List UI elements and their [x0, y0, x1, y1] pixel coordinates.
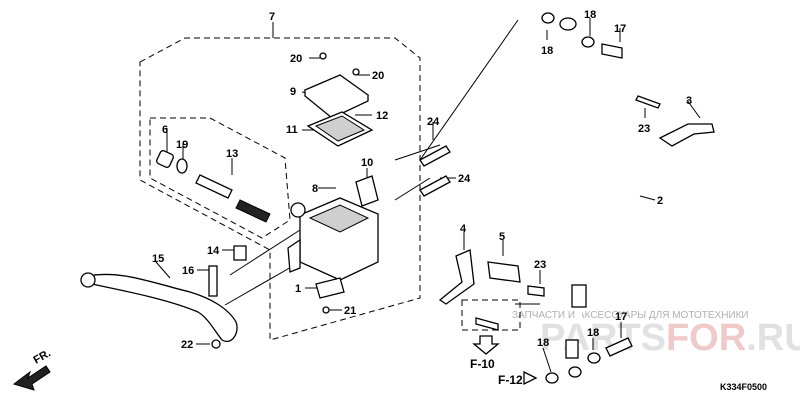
- callout-13: 13: [226, 148, 238, 160]
- part-reservoir-cap: [303, 52, 370, 119]
- callout-6: 6: [162, 124, 168, 136]
- master-cylinder-reservoir: [308, 204, 370, 233]
- screw-20b: [352, 68, 360, 76]
- hose-lower-end: [565, 339, 579, 359]
- part-switch: [315, 277, 345, 314]
- washer-18b: [581, 36, 595, 48]
- nut-22: [211, 339, 221, 349]
- front-arrow-label: FR.: [32, 347, 53, 366]
- callout-9: 9: [290, 86, 296, 98]
- callout-17a: 17: [614, 23, 626, 35]
- part-bracket-4: [438, 249, 545, 331]
- boot-6: [156, 150, 174, 168]
- callout-11: 11: [286, 124, 298, 136]
- ref-f10-label: F-10: [470, 357, 495, 371]
- bolt-23b: [527, 285, 545, 297]
- callout-18a: 18: [584, 9, 596, 21]
- callout-24b: 24: [458, 173, 471, 185]
- callout-18d: 18: [537, 337, 549, 349]
- stay-4: [438, 249, 475, 305]
- part-lever: [80, 245, 247, 349]
- front-direction-arrow: FR.: [12, 347, 53, 391]
- callout-10: 10: [361, 157, 373, 169]
- pivot-bolt-16: [208, 265, 218, 297]
- part-master-cylinder: [287, 175, 379, 281]
- cylinder-bore: [290, 202, 306, 218]
- callout-20a: 20: [290, 53, 302, 65]
- callout-2: 2: [657, 195, 663, 207]
- piston-13: [195, 174, 233, 199]
- brake-lever-15: [87, 273, 238, 343]
- screw-20a: [319, 52, 327, 60]
- callout-18b: 18: [541, 45, 553, 57]
- ref-f12-label: F-12: [498, 373, 523, 387]
- screw-21: [322, 306, 330, 314]
- callout-17b: 17: [615, 311, 627, 323]
- part-piston-set: [156, 150, 271, 223]
- master-cylinder-mount: [287, 238, 301, 273]
- pivot-14: [233, 245, 247, 261]
- callout-16: 16: [182, 265, 194, 277]
- diagram-code: K334F0500: [720, 382, 767, 392]
- hose-joint: [355, 175, 379, 207]
- part-clamp-3: [635, 95, 715, 147]
- callout-19: 19: [176, 139, 188, 151]
- callout-20b: 20: [372, 70, 384, 82]
- callout-1: 1: [295, 283, 301, 295]
- callout-12: 12: [376, 110, 388, 122]
- washer-18c: [587, 352, 601, 364]
- group-13-outline: [149, 117, 291, 239]
- callout-15: 15: [152, 253, 164, 265]
- hose-upper-fitting: [559, 17, 577, 31]
- connector-5: [487, 261, 521, 283]
- callout-4: 4: [460, 223, 467, 235]
- ref-arrows: F-10 F-12: [470, 335, 538, 387]
- front-arrow-icon: [12, 365, 51, 391]
- part-hose: [541, 12, 633, 384]
- bolt-24b: [419, 175, 451, 197]
- washer-19: [176, 158, 188, 174]
- callout-7: 7: [269, 11, 275, 23]
- callout-5: 5: [499, 231, 505, 243]
- spring-13: [235, 199, 271, 223]
- ref-f10-arrow-icon: [472, 335, 500, 355]
- bolt-24a: [419, 145, 451, 167]
- callout-3: 3: [686, 95, 692, 107]
- washer-18a: [541, 12, 555, 24]
- callout-14: 14: [207, 245, 220, 257]
- part-bolts-24: [419, 145, 451, 197]
- callout-23a: 23: [638, 123, 650, 135]
- ref-f10-outline: [461, 299, 521, 331]
- watermark-brand: PARTSFOR.RU: [540, 317, 800, 359]
- callout-8: 8: [312, 183, 318, 195]
- bolt-23a: [635, 95, 661, 109]
- callout-18c: 18: [587, 327, 599, 339]
- lever-tip: [80, 272, 96, 288]
- ref-f12-arrow-icon: [523, 370, 538, 386]
- diaphragm: [314, 115, 366, 142]
- group-7-outline: [139, 37, 421, 341]
- bolt-17a: [601, 43, 623, 59]
- washer-18d: [545, 372, 559, 384]
- part-diaphragm: [306, 111, 374, 147]
- watermark: ЗАПЧАСТИ И АКСЕССУАРЫ ДЛЯ МОТОТЕХНИКИ PA…: [512, 310, 800, 359]
- callout-21: 21: [344, 305, 356, 317]
- brake-switch-1: [315, 277, 345, 299]
- watermark-caption: ЗАПЧАСТИ И АКСЕССУАРЫ ДЛЯ МОТОТЕХНИКИ: [512, 310, 749, 321]
- callout-22: 22: [181, 339, 193, 351]
- hose-lower-fitting: [571, 284, 587, 308]
- hose-clamp-3: [658, 123, 715, 147]
- bolt-17b: [605, 337, 633, 357]
- washer-18e: [568, 366, 582, 378]
- fitting-f10: [475, 317, 499, 331]
- callout-24a: 24: [427, 116, 440, 128]
- callout-23b: 23: [534, 259, 546, 271]
- group-outlines: [139, 37, 521, 341]
- callouts: 7 20 20 9 12 11 6 19 13 10 8 24 24 14 15…: [152, 9, 692, 351]
